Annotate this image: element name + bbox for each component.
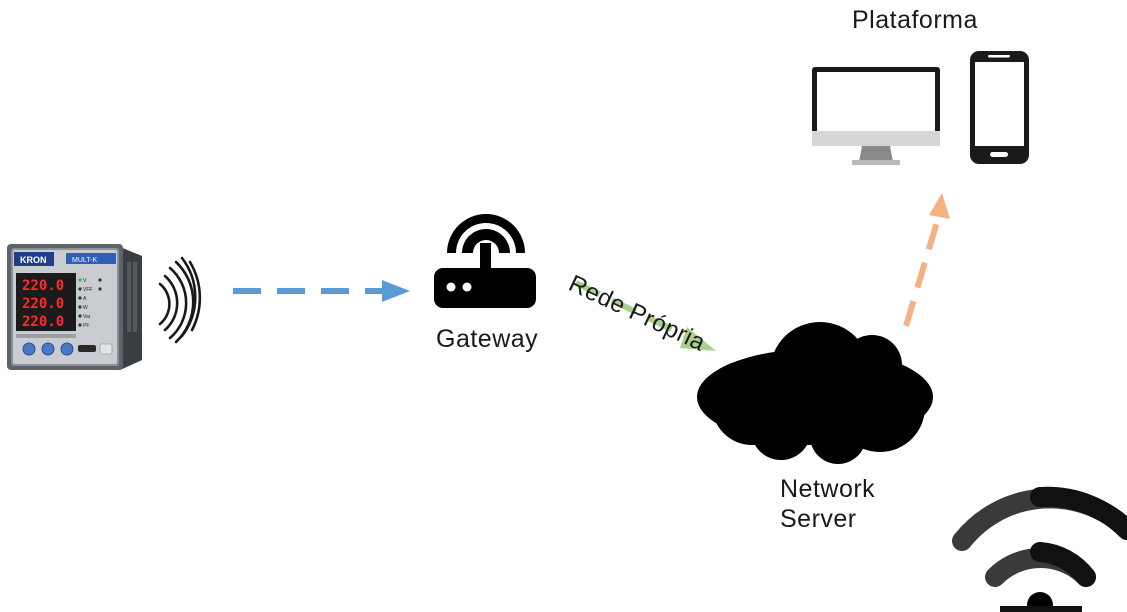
network-server-label-line-1: Network (780, 475, 876, 503)
network-server-label: Network Server (780, 474, 875, 534)
smartphone-icon (970, 51, 1029, 164)
meter-ind-2: VFF (83, 287, 92, 293)
platform-label: Plataforma (852, 6, 978, 34)
meter-ind-1: V (83, 278, 87, 284)
gateway-label: Gateway (436, 325, 539, 353)
energy-meter-icon: KRON MULT-K 220.0 220.0 220.0 V VFF A W … (7, 244, 142, 370)
meter-ind-6: PF (83, 323, 89, 329)
radio-waves-icon (158, 256, 202, 344)
meter-brand: KRON (20, 255, 47, 265)
meter-display-row-2: 220.0 (22, 296, 64, 312)
wifi-icon (952, 486, 1127, 612)
meter-indicators: V VFF A W Var PF (78, 278, 102, 329)
arrow-gateway-to-server (574, 280, 716, 351)
meter-display-row-3: 220.0 (22, 314, 64, 330)
meter-ind-4: W (83, 305, 88, 311)
cloud-icon (697, 322, 933, 464)
monitor-icon (812, 67, 940, 165)
meter-ind-5: Var (83, 314, 91, 320)
arrow-server-to-platform (903, 193, 950, 327)
meter-display-row-1: 220.0 (22, 278, 64, 294)
meter-model: MULT-K (72, 257, 97, 264)
router-icon (434, 214, 536, 308)
meter-ind-3: A (83, 296, 87, 302)
network-server-label-line-2: Server (780, 505, 857, 533)
arrow-meter-to-gateway (233, 280, 410, 302)
meter-display-rows: 220.0 220.0 220.0 (22, 278, 64, 330)
